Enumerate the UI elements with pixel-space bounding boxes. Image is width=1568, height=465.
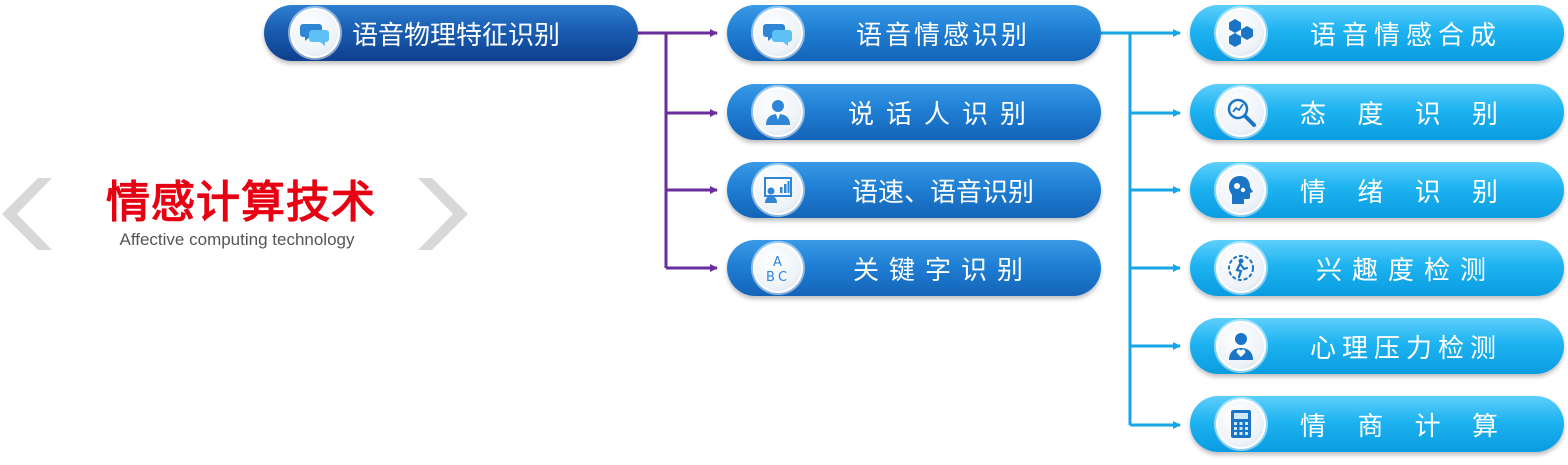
- calculator-icon: [1216, 399, 1266, 449]
- level2-node-label: 语音情感识别: [855, 20, 1030, 51]
- level2-node-label: 语速、语音识别: [851, 177, 1034, 208]
- presentation-board-icon: [753, 165, 803, 215]
- level2-node: 语速、语音识别: [727, 162, 1101, 218]
- level3-node: 语音情感合成: [1190, 5, 1564, 61]
- svg-text:B: B: [766, 270, 775, 285]
- label-char: 情: [1300, 177, 1327, 208]
- head-gears-icon: [1216, 165, 1266, 215]
- label-char: 算: [1471, 411, 1498, 442]
- svg-text:C: C: [778, 270, 787, 285]
- label-char: 识: [1414, 177, 1441, 208]
- label-char: 度: [1357, 99, 1384, 130]
- level3-node: 态度识别: [1190, 84, 1564, 140]
- root-node-label: 语音物理特征识别: [352, 20, 561, 51]
- label-char: 绪: [1357, 177, 1384, 208]
- person-heart-icon: [1216, 321, 1266, 371]
- main-title: 情感计算技术: [106, 177, 376, 228]
- level2-node-label: 关键字识别: [852, 255, 1033, 286]
- label-char: 别: [1471, 99, 1498, 130]
- level2-node: 语音情感识别: [727, 5, 1101, 61]
- label-char: 别: [1471, 177, 1498, 208]
- speech-bubbles-icon: [290, 8, 340, 58]
- level3-node-label: 态度识别: [1300, 84, 1498, 140]
- magnifier-chart-icon: [1216, 87, 1266, 137]
- hexagons-icon: [1216, 8, 1266, 58]
- level3-node-label: 情商计算: [1300, 396, 1498, 452]
- main-subtitle: Affective computing technology: [119, 230, 355, 249]
- label-char: 识: [1414, 99, 1441, 130]
- label-char: 情: [1300, 411, 1327, 442]
- level3-node-label: 语音情感合成: [1309, 20, 1502, 51]
- label-char: 商: [1357, 411, 1384, 442]
- label-char: 计: [1414, 411, 1441, 442]
- level2-node: 说话人识别: [727, 84, 1101, 140]
- level3-node: 情绪识别: [1190, 162, 1564, 218]
- person-icon: [753, 87, 803, 137]
- speech-bubbles-icon: [753, 8, 803, 58]
- level3-node: 情商计算: [1190, 396, 1564, 452]
- root-node: 语音物理特征识别: [264, 5, 638, 61]
- level3-node-label: 情绪识别: [1300, 162, 1498, 218]
- level2-node-label: 说话人识别: [847, 99, 1038, 130]
- level3-node-label: 心理压力检测: [1309, 333, 1502, 364]
- blue-connector-tree: [1101, 29, 1181, 429]
- level3-node: 兴趣度检测: [1190, 240, 1564, 296]
- purple-connector-tree: [638, 29, 718, 272]
- label-char: 态: [1300, 99, 1327, 130]
- runner-gear-icon: [1216, 243, 1266, 293]
- svg-text:A: A: [773, 255, 782, 270]
- level3-node: 心理压力检测: [1190, 318, 1564, 374]
- level3-node-label: 兴趣度检测: [1315, 255, 1496, 286]
